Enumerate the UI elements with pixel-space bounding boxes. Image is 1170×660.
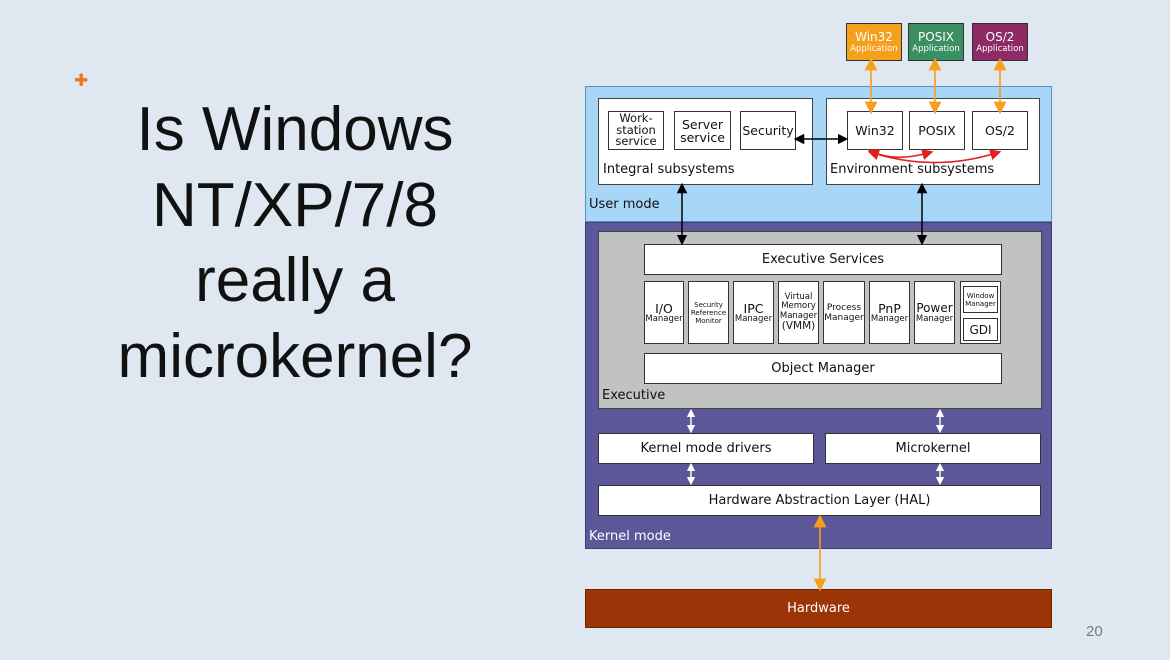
win32-subsystem-box: Win32 <box>847 111 903 150</box>
workstation-service-box: Work- station service <box>608 111 664 150</box>
microkernel-box: Microkernel <box>825 433 1041 464</box>
user-mode-label: User mode <box>589 197 660 212</box>
manager-main: (VMM) <box>781 320 816 333</box>
app-sub: Application <box>850 43 898 54</box>
kernel-mode-drivers-box: Kernel mode drivers <box>598 433 814 464</box>
manager-lines: Virtual Memory Manager <box>779 291 818 321</box>
manager-sub: Manager <box>734 313 773 324</box>
hal-box: Hardware Abstraction Layer (HAL) <box>598 485 1041 516</box>
ipc-manager-box: IPC Manager <box>733 281 774 344</box>
title-line: NT/XP/7/8 <box>152 170 438 240</box>
posix-application-box: POSIX Application <box>908 23 964 61</box>
executive-services-box: Executive Services <box>644 244 1002 275</box>
title-line: Is Windows <box>136 95 454 164</box>
manager-main: IPC <box>743 300 764 316</box>
win32-application-box: Win32 Application <box>846 23 902 61</box>
environment-subsystems-label: Environment subsystems <box>830 162 995 177</box>
pnp-manager-box: PnP Manager <box>869 281 910 344</box>
kernel-mode-label: Kernel mode <box>589 529 671 544</box>
manager-sub: Manager <box>645 313 683 324</box>
os2-subsystem-box: OS/2 <box>972 111 1028 150</box>
bullet-icon: ✚ <box>74 71 89 91</box>
manager-main: I/O <box>655 300 673 316</box>
security-box: Security <box>740 111 796 150</box>
io-manager-box: I/O Manager <box>644 281 684 344</box>
security-reference-monitor-box: Security Reference Monitor <box>688 281 729 344</box>
page-number: 20 <box>1086 623 1103 640</box>
gdi-box: GDI <box>963 318 998 341</box>
title-line: really a <box>195 246 395 316</box>
app-sub: Application <box>976 43 1024 54</box>
power-manager-box: Power Manager <box>914 281 955 344</box>
virtual-memory-manager-box: Virtual Memory Manager (VMM) <box>778 281 819 344</box>
hardware-box: Hardware <box>585 589 1052 628</box>
server-service-box: Server service <box>674 111 731 150</box>
app-name: OS/2 <box>985 29 1015 44</box>
slide-title: Is Windows NT/XP/7/8 really a microkerne… <box>60 92 530 395</box>
app-name: Win32 <box>855 29 893 44</box>
executive-label: Executive <box>602 388 666 403</box>
title-line: microkernel? <box>117 321 473 391</box>
app-name: POSIX <box>917 29 955 44</box>
app-sub: Application <box>912 43 960 54</box>
manager-sub: Manager <box>870 313 909 324</box>
object-manager-box: Object Manager <box>644 353 1002 384</box>
window-manager-box: Window Manager <box>963 286 998 313</box>
posix-subsystem-box: POSIX <box>909 111 965 150</box>
manager-main: Power <box>916 300 953 315</box>
os2-application-box: OS/2 Application <box>972 23 1028 61</box>
manager-sub: Manager <box>915 313 954 324</box>
manager-main: PnP <box>878 300 901 316</box>
process-manager-box: Process Manager <box>823 281 865 344</box>
integral-subsystems-label: Integral subsystems <box>603 162 735 177</box>
